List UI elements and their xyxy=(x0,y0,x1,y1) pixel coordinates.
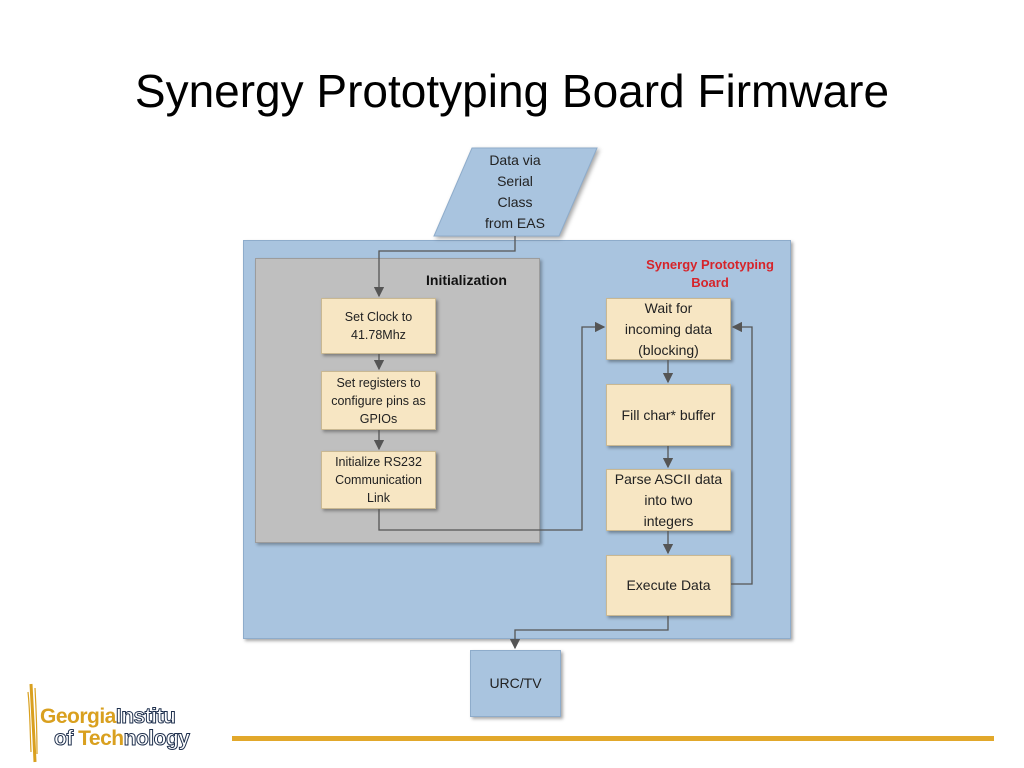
loop-step-fill-buffer: Fill char* buffer xyxy=(606,384,731,446)
input-data-label: Data via Serial Class from EAS xyxy=(485,152,545,231)
loop-step-execute: Execute Data xyxy=(606,555,731,616)
init-step-set-registers: Set registers to configure pins as GPIOs xyxy=(321,371,436,430)
logo-tech: Tech xyxy=(78,727,124,750)
footer-gold-rule xyxy=(232,736,994,741)
arrow-execute-loop-back xyxy=(731,321,753,585)
logo-line-2: of Technology xyxy=(53,727,190,750)
input-data-parallelogram xyxy=(433,147,598,237)
initialization-label: Initialization xyxy=(426,272,507,288)
board-label: Synergy Prototyping Board xyxy=(646,257,774,290)
logo-institute: Institu xyxy=(115,705,176,728)
logo-line-1: GeorgiaInstitu xyxy=(40,705,176,728)
output-urc-tv: URC/TV xyxy=(470,650,561,717)
arrow-rs232-to-wait xyxy=(378,321,606,531)
arrow-execute-to-output xyxy=(509,616,669,650)
georgia-tech-logo-mark xyxy=(27,683,38,763)
logo-of: of xyxy=(53,727,79,750)
init-step-set-clock: Set Clock to 41.78Mhz xyxy=(321,298,436,354)
slide-title: Synergy Prototyping Board Firmware xyxy=(134,65,890,117)
logo-georgia: Georgia xyxy=(40,705,116,728)
init-step-rs232: Initialize RS232 Communication Link xyxy=(321,451,436,509)
loop-step-parse: Parse ASCII data into two integers xyxy=(606,469,731,531)
logo-nology: nology xyxy=(123,727,190,750)
loop-step-wait: Wait for incoming data (blocking) xyxy=(606,298,731,360)
arrow-input-to-clock xyxy=(373,236,516,298)
